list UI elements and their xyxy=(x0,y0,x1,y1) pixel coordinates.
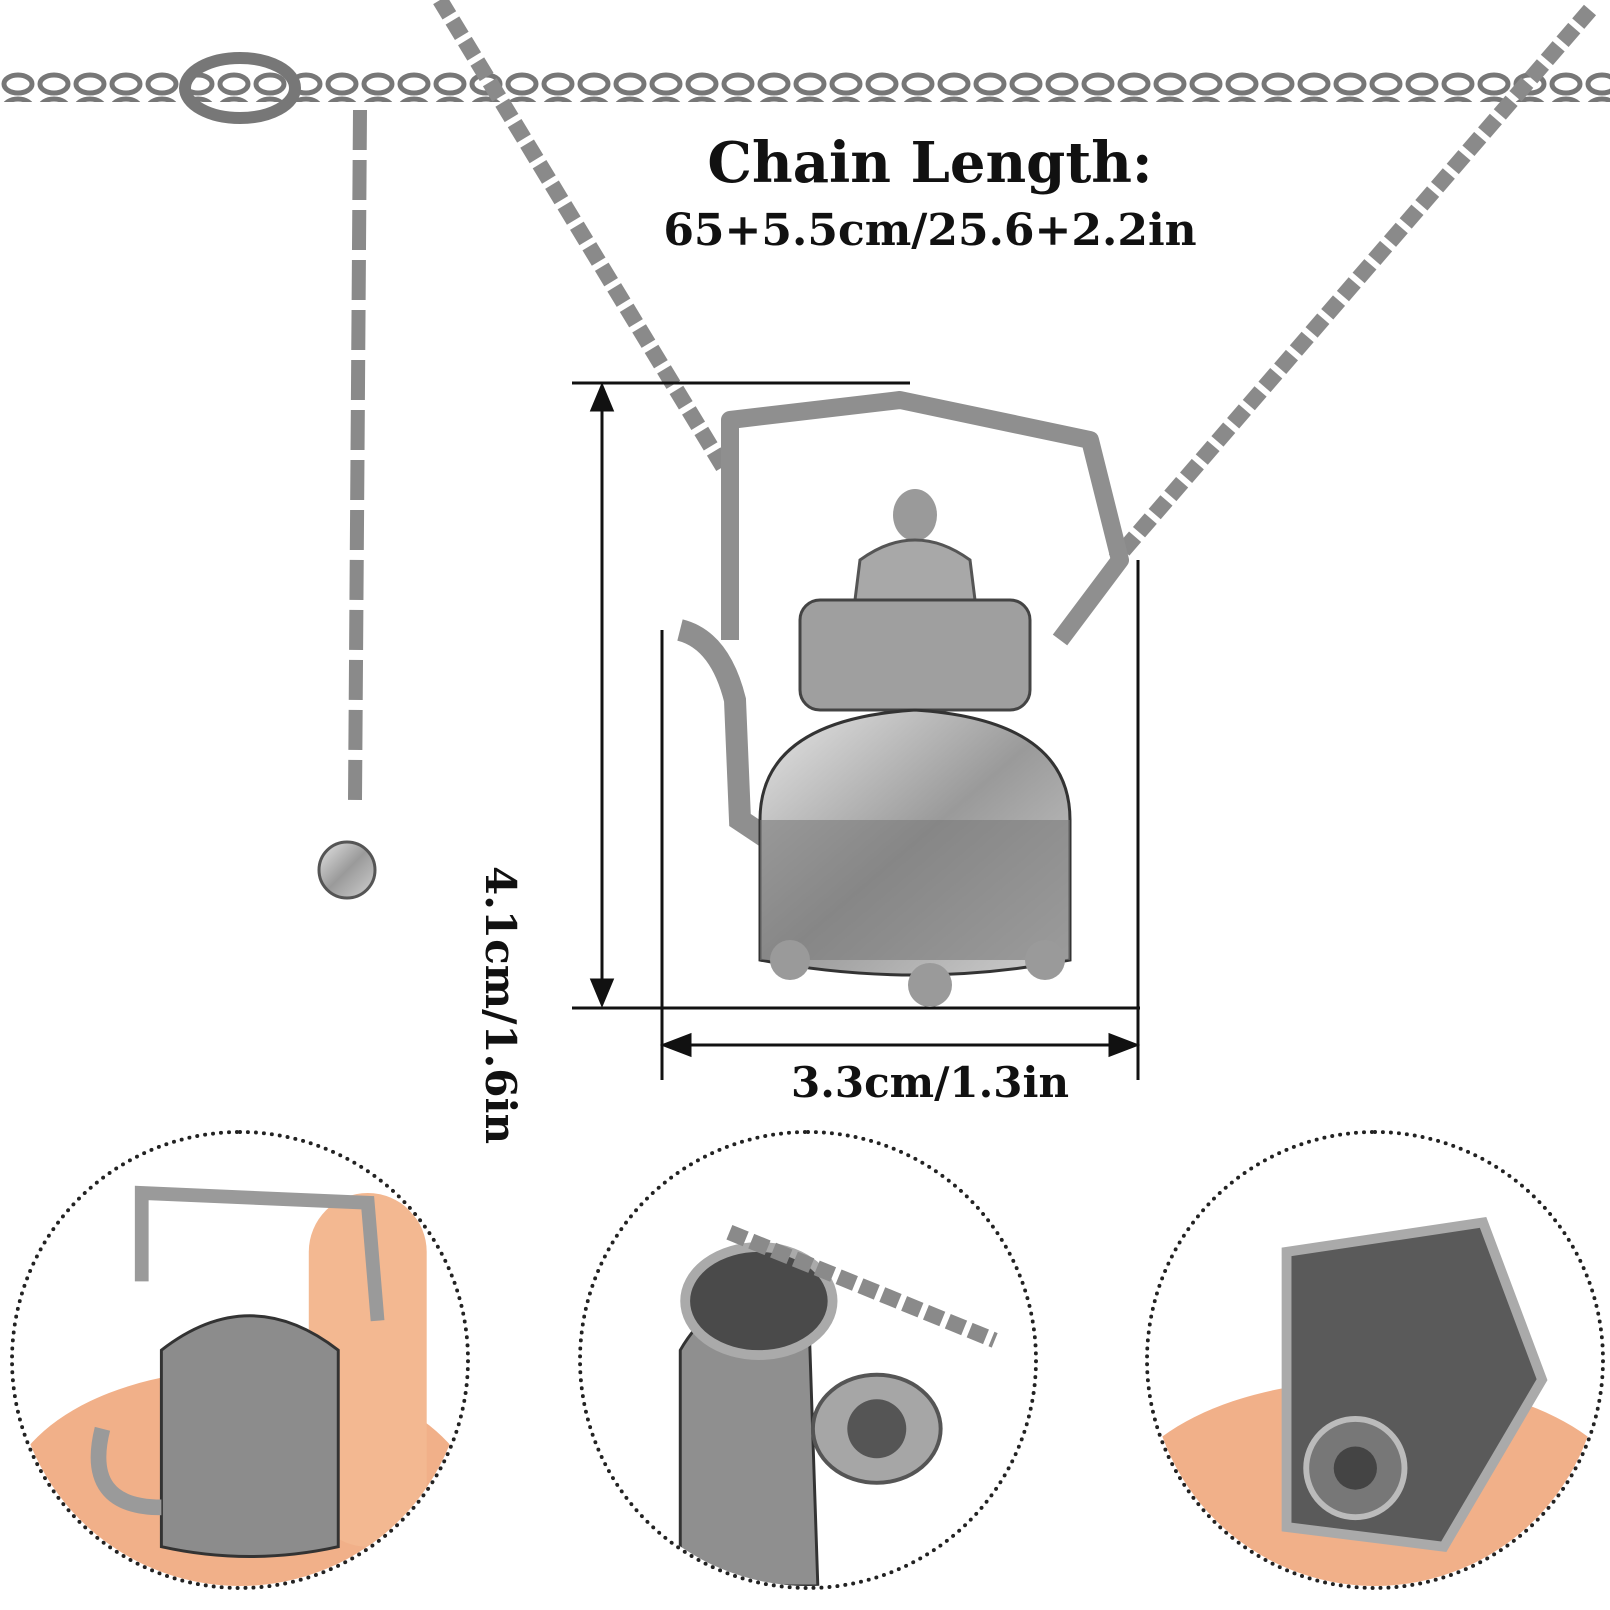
detail-photo-top-view xyxy=(1145,1130,1605,1590)
height-dimension-label: 4.1cm/1.6in xyxy=(476,866,525,1144)
width-dimension-label: 3.3cm/1.3in xyxy=(791,1058,1069,1107)
dimension-lines xyxy=(572,381,1141,1080)
chain-length-value: 65+5.5cm/25.6+2.2in xyxy=(663,205,1197,256)
chain-length-title: Chain Length: xyxy=(707,130,1153,196)
necklace-chain xyxy=(0,0,1610,900)
teapot-pendant xyxy=(676,391,1129,1007)
detail-photo-lid-open xyxy=(578,1130,1038,1590)
detail-photo-held xyxy=(10,1130,470,1590)
extender-chain xyxy=(317,109,377,900)
end-bead xyxy=(317,840,377,900)
